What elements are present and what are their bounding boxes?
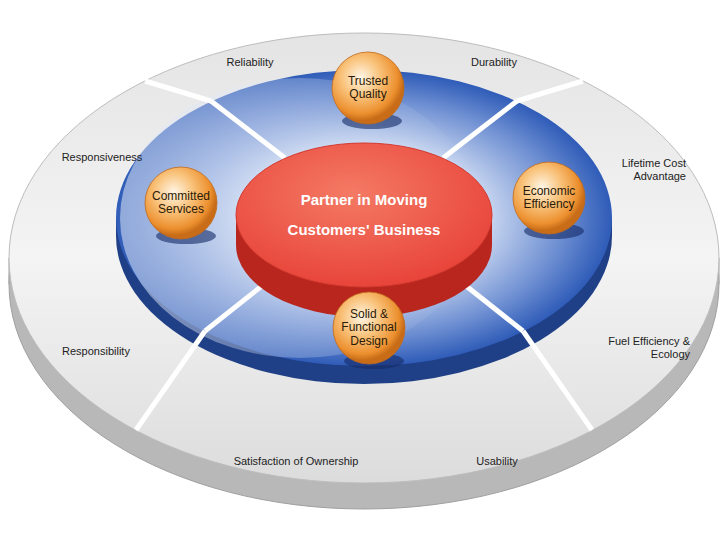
sector-dividers [136, 81, 592, 430]
ring-sector: ResponsivenessResponsibility [15, 110, 205, 440]
ring-sector: Satisfaction of Ownership Usability [150, 445, 620, 485]
sphere-label: Economic Efficiency [518, 185, 580, 211]
sector-label: Reliability [226, 56, 273, 69]
sector-label: Usability [476, 455, 518, 468]
divider-line [523, 331, 592, 430]
sphere-label: Committed Services [150, 190, 212, 216]
center-ellipse: Partner in Moving Customers' Business [236, 143, 492, 287]
sphere-content: Solid & Functional Design [332, 291, 406, 365]
divider-line [443, 101, 517, 158]
value-sphere: Committed Services [144, 166, 218, 240]
sphere-label: Solid & Functional Design [338, 308, 400, 348]
sector-label: Lifetime Cost Advantage [614, 157, 686, 183]
sphere-shadows [156, 113, 584, 369]
disc-top [9, 33, 719, 483]
sector-label: Satisfaction of Ownership [234, 455, 359, 468]
value-sphere: Solid & Functional Design [332, 291, 406, 365]
divider-line [517, 81, 583, 101]
sphere-circle [513, 162, 585, 234]
sector-label: Durability [471, 56, 517, 69]
outer-disc [9, 33, 719, 509]
center-shape [236, 143, 492, 287]
center-content: Partner in Moving Customers' Business [236, 143, 492, 287]
sector-label: Responsiveness [62, 151, 143, 164]
divider-line [136, 331, 205, 430]
divider-line [145, 81, 211, 101]
sphere-content: Trusted Quality [331, 51, 405, 125]
sphere-circle [333, 292, 405, 364]
sphere-circle [145, 167, 217, 239]
sphere-content: Committed Services [144, 166, 218, 240]
divider-line [211, 101, 285, 158]
center-label: Partner in Moving Customers' Business [274, 185, 454, 245]
value-sphere: Trusted Quality [331, 51, 405, 125]
value-sphere: Economic Efficiency [512, 161, 586, 235]
sphere-content: Economic Efficiency [512, 161, 586, 235]
sphere-circle [332, 52, 404, 124]
center-top [236, 143, 492, 287]
sector-label: Responsibility [62, 345, 130, 358]
sector-label: Fuel Efficiency & Ecology [590, 335, 690, 361]
sphere-label: Trusted Quality [337, 75, 399, 101]
